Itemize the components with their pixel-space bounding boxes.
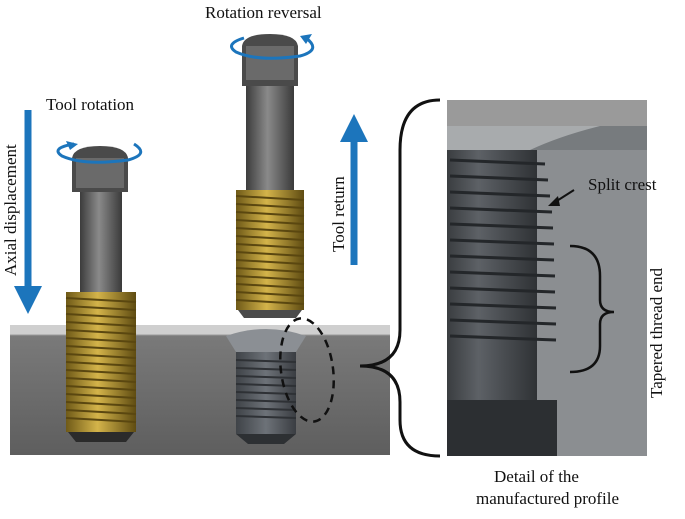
left-thread-ridges <box>65 297 137 423</box>
tapered-thread-end-label: Tapered thread end <box>647 267 666 398</box>
axial-displacement-label: Axial displacement <box>1 144 20 276</box>
tool-rotation-icon <box>56 141 143 164</box>
rotation-reversal-label: Rotation reversal <box>205 3 322 22</box>
detail-caption-line1: Detail of the <box>494 467 579 486</box>
tapered-end-brace <box>569 244 615 374</box>
right-thread-ridges <box>235 195 305 305</box>
detail-highlight-ellipse <box>279 317 335 423</box>
split-crest-label: Split crest <box>588 175 657 194</box>
tool-rotation-label: Tool rotation <box>46 95 135 114</box>
detail-caption-line2: manufactured profile <box>476 489 620 508</box>
left-tap-tool <box>65 146 137 442</box>
threaded-hole <box>226 329 306 444</box>
split-crest-arrowhead <box>548 196 560 206</box>
detail-thread-profile <box>449 158 557 342</box>
right-tap-tool <box>235 34 305 318</box>
detail-panel <box>447 100 647 456</box>
detail-brace <box>359 98 441 458</box>
rotation-reversal-icon <box>230 34 315 60</box>
tool-return-label: Tool return <box>329 176 348 252</box>
